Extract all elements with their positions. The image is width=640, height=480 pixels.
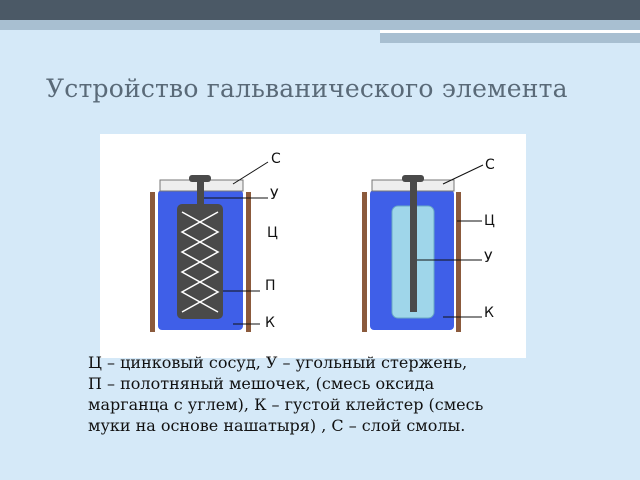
header-decoration-bar bbox=[0, 20, 640, 30]
header-decoration-strip bbox=[380, 33, 640, 43]
left-label-u: У bbox=[270, 187, 279, 203]
diagram-svg: С У Ц П К С Ц У К bbox=[150, 151, 495, 332]
legend-caption: Ц – цинковый сосуд, У – угольный стержен… bbox=[88, 352, 558, 436]
caption-line: Ц – цинковый сосуд, У – угольный стержен… bbox=[88, 353, 468, 372]
right-label-k: К bbox=[484, 305, 494, 321]
left-label-c: С bbox=[271, 151, 281, 167]
slide-title: Устройство гальванического элемента bbox=[46, 74, 568, 103]
left-label-p: П bbox=[265, 278, 276, 294]
caption-line: марганца с углем), К – густой клейстер (… bbox=[88, 395, 484, 414]
right-cell: С Ц У К bbox=[362, 157, 495, 332]
right-zinc-wall-left bbox=[362, 192, 367, 332]
caption-line: муки на основе нашатыря) , С – слой смол… bbox=[88, 416, 466, 435]
right-label-ts: Ц bbox=[484, 213, 495, 229]
caption-line: П – полотняный мешочек, (смесь оксида bbox=[88, 374, 435, 393]
right-label-u: У bbox=[484, 250, 493, 266]
left-label-ts: Ц bbox=[267, 225, 278, 241]
right-carbon-rod bbox=[410, 179, 417, 312]
left-zinc-wall-right bbox=[246, 192, 251, 332]
right-label-c: С bbox=[485, 157, 495, 173]
right-zinc-wall-right bbox=[456, 192, 461, 332]
left-zinc-wall-left bbox=[150, 192, 155, 332]
top-bar bbox=[0, 0, 640, 20]
header-decoration-line bbox=[380, 30, 640, 33]
left-bag-zigzag-2 bbox=[180, 211, 220, 313]
right-rod-cap bbox=[402, 175, 424, 182]
left-rod-cap bbox=[189, 175, 211, 182]
left-carbon-rod bbox=[197, 179, 204, 209]
left-cell: С У Ц П К bbox=[150, 151, 281, 332]
left-label-k: К bbox=[265, 315, 275, 331]
galvanic-cell-diagram: С У Ц П К С Ц У К bbox=[100, 134, 526, 358]
